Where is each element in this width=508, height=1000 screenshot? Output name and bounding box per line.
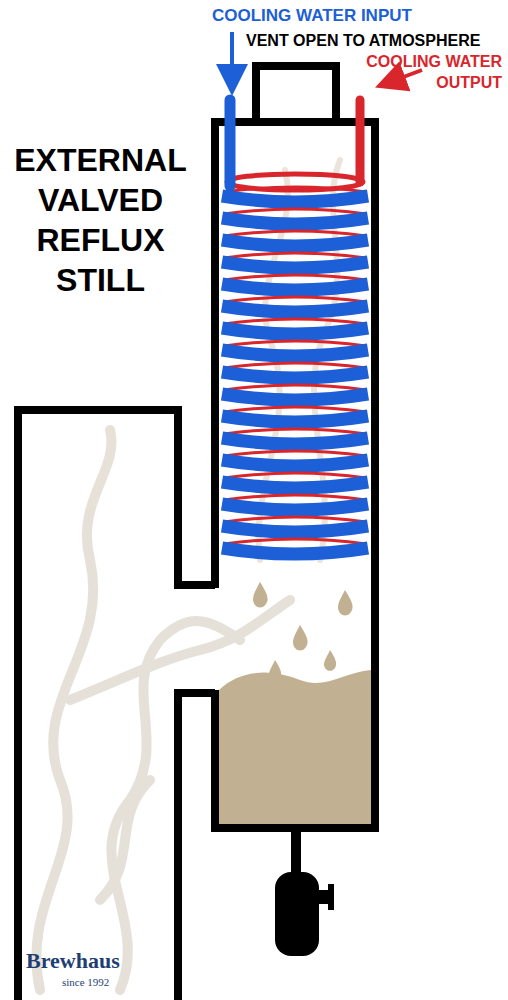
input-pipe [225, 100, 236, 186]
coil-back-turn [224, 517, 366, 522]
coil-back-turn [224, 341, 366, 346]
coil-back-turn [224, 253, 366, 258]
coil-back-turn [224, 187, 366, 192]
valve-handle [318, 890, 328, 904]
coil-front-turn [222, 196, 368, 202]
coil-front-turn [222, 460, 368, 466]
input-label: COOLING WATER INPUT [212, 6, 502, 26]
diagram-title: EXTERNAL VALVED REFLUX STILL [8, 140, 193, 300]
boiler-outline [18, 410, 215, 1000]
brand-watermark: Brewhaus [26, 948, 176, 974]
coil-front-turn [222, 526, 368, 532]
coil-back-turn [224, 451, 366, 456]
coil-front-turn [222, 284, 368, 290]
coil-back-turn [224, 539, 366, 544]
brand-watermark-since: since 1992 [62, 976, 162, 989]
coil-front-turn [222, 350, 368, 356]
coil-front-turn [222, 218, 368, 224]
coil-front-turn [222, 482, 368, 488]
coil-back-turn [224, 275, 366, 280]
output-arrow [390, 70, 422, 82]
drain-valve [275, 872, 319, 956]
coil-front-turn [222, 372, 368, 378]
vent-pipe [256, 66, 336, 122]
input-arrow [230, 32, 234, 80]
valve-handle [328, 884, 334, 910]
column-outline [215, 122, 375, 828]
coil-front-turn [222, 306, 368, 312]
coil-back-turn [224, 297, 366, 302]
reflux-liquid [219, 670, 371, 824]
cooling-coil [222, 174, 368, 554]
reflux-drops [253, 582, 353, 681]
output-label: COOLING WATER OUTPUT [365, 52, 502, 94]
coil-front-turn [222, 394, 368, 400]
coil-front-turn [222, 438, 368, 444]
coil-front-turn [222, 504, 368, 510]
coil-back-turn [224, 363, 366, 368]
coil-back-turn [224, 319, 366, 324]
coil-front-turn [222, 328, 368, 334]
coil-back-turn [224, 407, 366, 412]
boiler-outline-lower [178, 693, 215, 1000]
coil-front-turn [222, 262, 368, 268]
coil-back-turn [224, 429, 366, 434]
coil-front-turn [222, 548, 368, 554]
coil-back-turn [224, 385, 366, 390]
coil-front-turn [222, 416, 368, 422]
coil-back-turn [224, 495, 366, 500]
coil-back-turn [224, 231, 366, 236]
coil-back-turn [224, 473, 366, 478]
output-pipe [356, 100, 365, 182]
coil-back-turn [224, 209, 366, 214]
coil-front-turn [222, 240, 368, 246]
vent-label: VENT OPEN TO ATMOSPHERE [246, 31, 504, 50]
